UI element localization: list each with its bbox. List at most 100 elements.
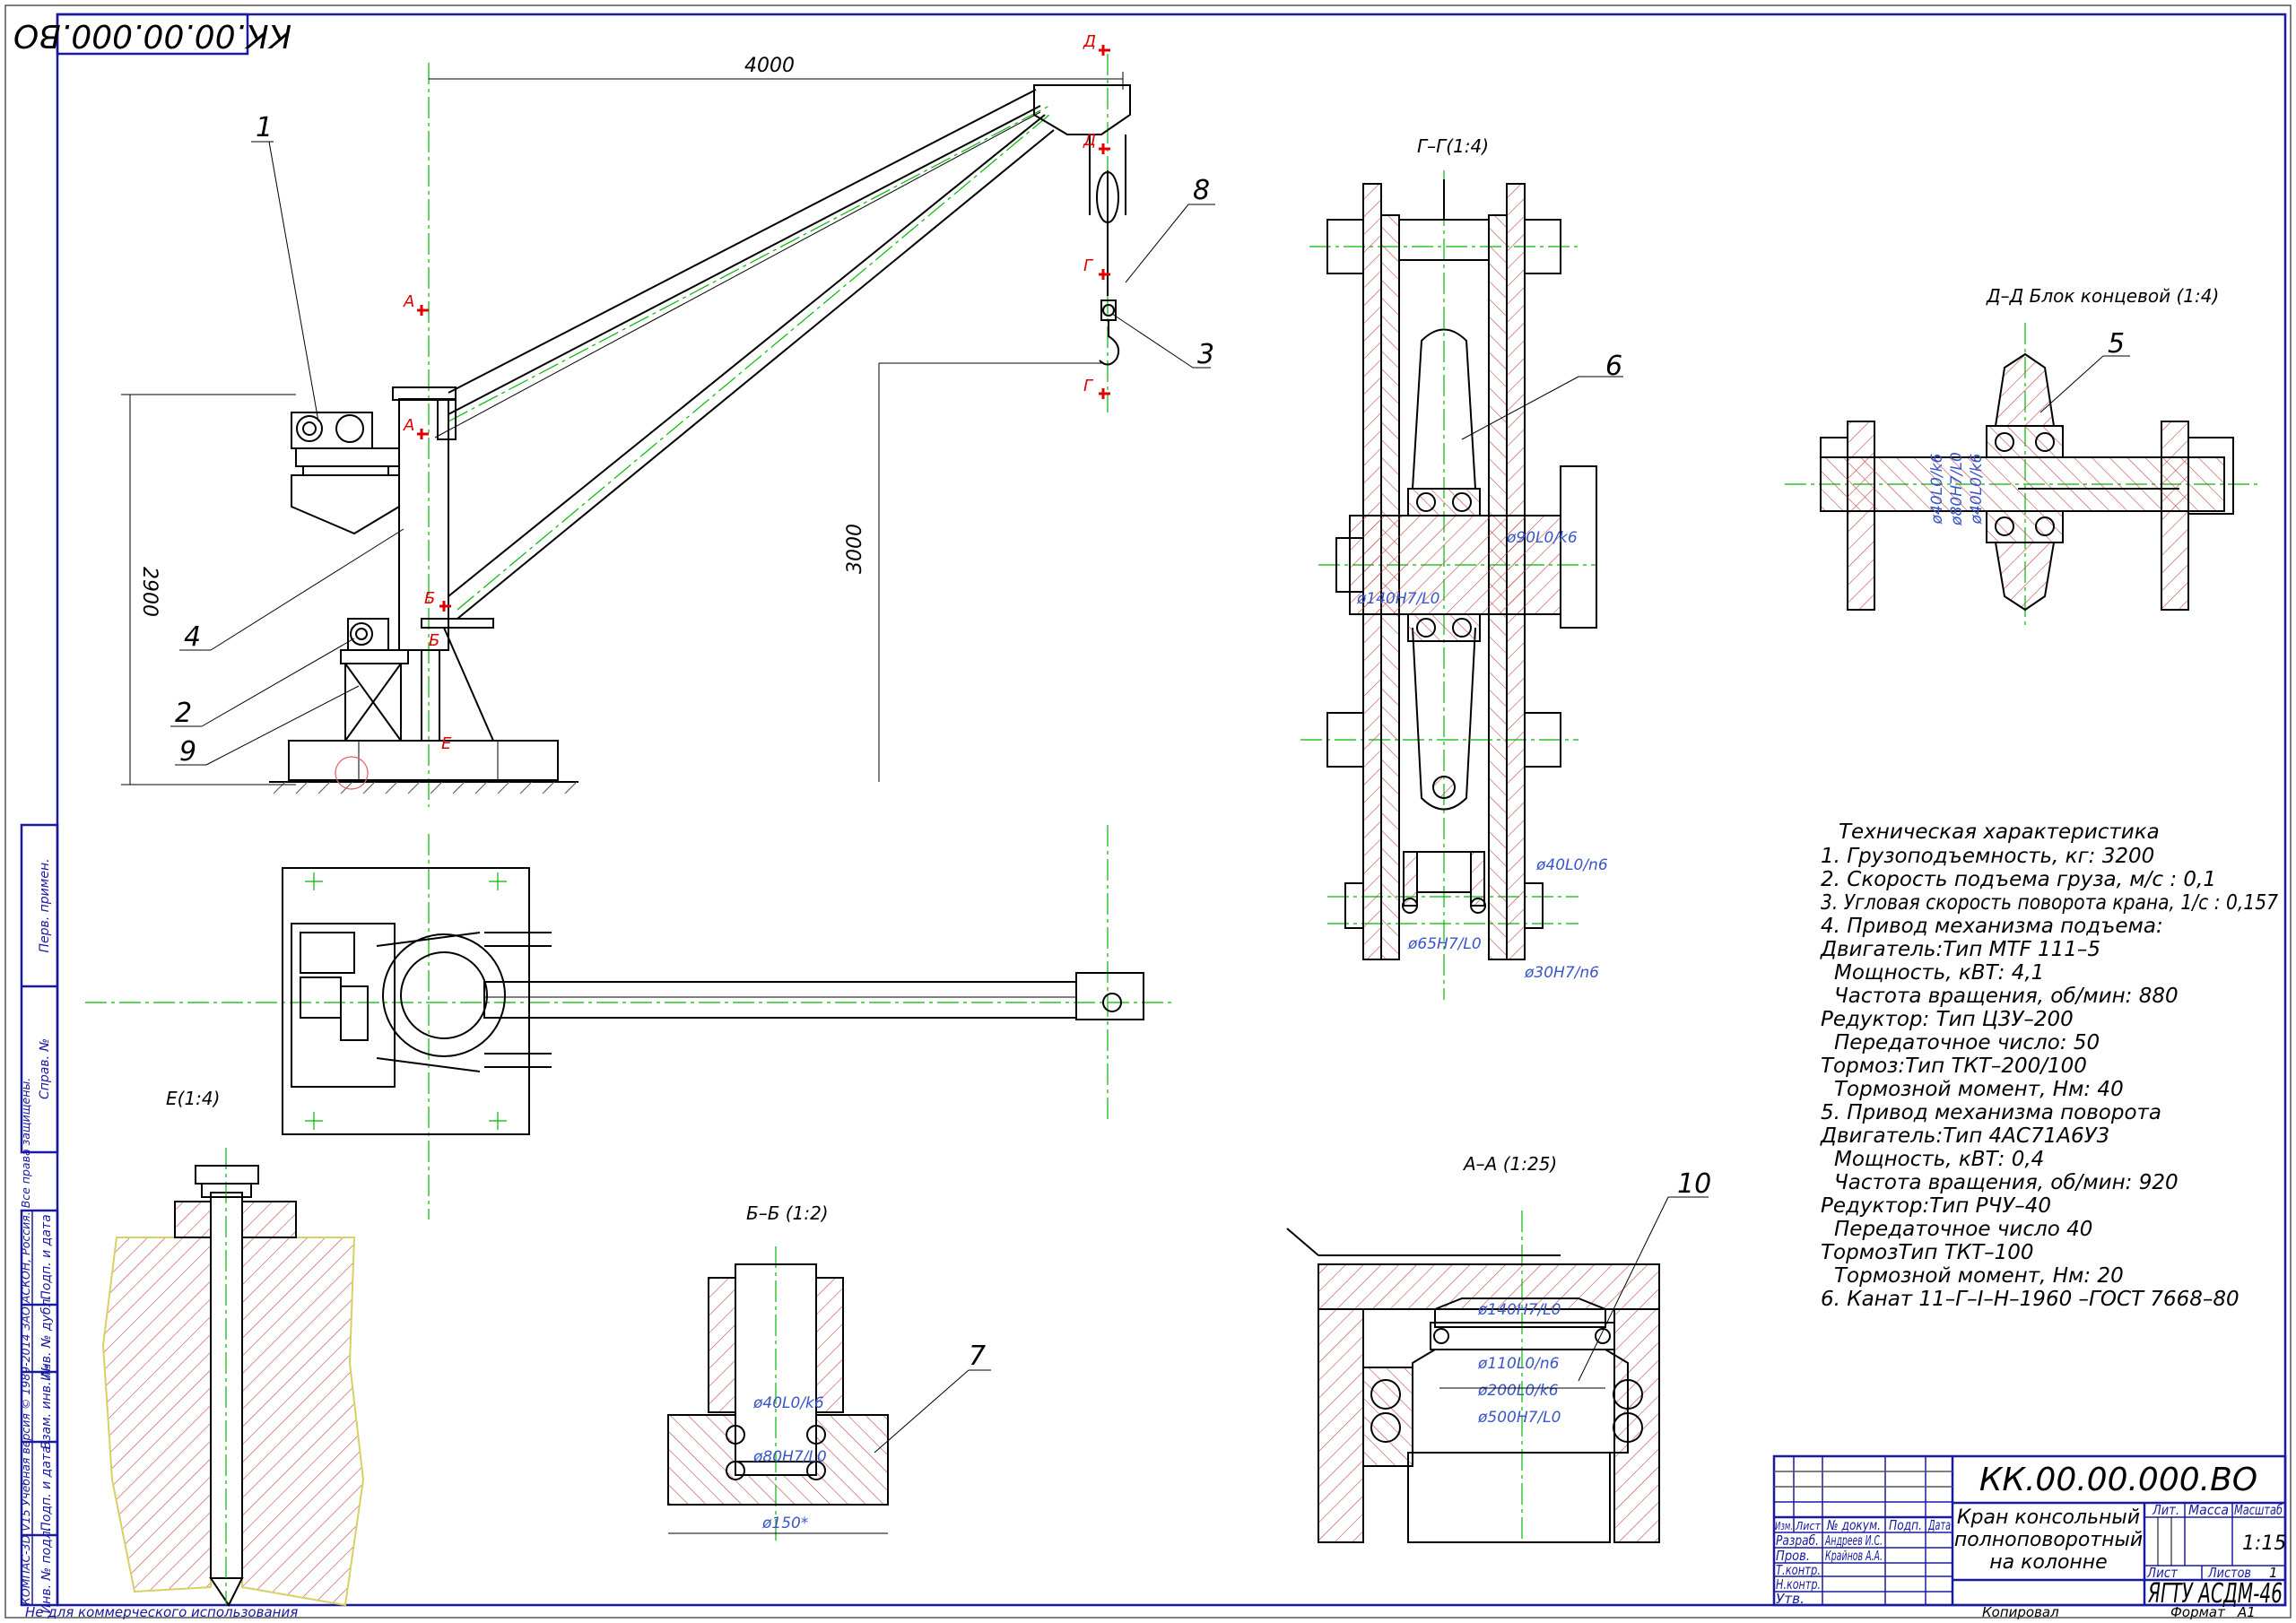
title-block: КК.00.00.000.ВО Кран консольный полнопов… [1772, 1454, 2286, 1620]
tb-person-razrab: Андреев И.С. [1824, 1532, 1883, 1549]
leader-2: 2 [175, 698, 192, 729]
section-bb: Б–Б (1:2) ø40L0/k6 ø80H7/L0 ø150* 7 [667, 1202, 991, 1542]
leader-8: 8 [1193, 175, 1210, 206]
section-marks: А А Б Б Г Г Д Д Е [403, 32, 1110, 753]
tech-spec-line: Частота вращения, об/мин: 920 [1834, 1171, 2179, 1194]
leader-10: 10 [1677, 1168, 1711, 1200]
tb-scale-label: Масштаб [2234, 1502, 2283, 1518]
tech-spec-line: Тормозной момент, Нм: 20 [1834, 1264, 2124, 1288]
dim-gg-bearing: ø65H7/L0 [1407, 935, 1482, 953]
tech-spec-line: 6. Канат 11–Г–I–Н–1960 –ГОСТ 7668–80 [1821, 1288, 2239, 1311]
tb-role-nkontr: Н.контр. [1776, 1576, 1821, 1593]
section-aa: А–А (1:25) ø140H7/L0 ø110L0/n6 ø200L0/k6… [1286, 1153, 1711, 1543]
tech-spec-line: Тормозной момент, Нм: 40 [1834, 1078, 2124, 1101]
dim-aa-3: ø200L0/k6 [1477, 1382, 1559, 1400]
section-mark-b-1: Б [424, 589, 435, 608]
tb-format: А1 [2237, 1604, 2256, 1620]
margin-perv-primen: Перв. примен. [38, 858, 52, 952]
view-label-aa: А–А (1:25) [1462, 1153, 1557, 1175]
tb-copied: Копировал [1982, 1604, 2059, 1620]
tb-header-list: Лист [1795, 1520, 1822, 1532]
dim-gg-axle: ø40L0/n6 [1535, 856, 1608, 874]
title-designation: КК.00.00.000.ВО [1979, 1462, 2257, 1498]
crane-plan-view [85, 825, 1175, 1219]
section-mark-g-2: Г [1083, 377, 1094, 395]
dim-span: 4000 [744, 55, 795, 77]
crane-elevation-view: А А Б Б Г Г Д Д Е 4000 2900 3000 [121, 32, 1215, 807]
tech-spec-line: Редуктор: Тип Ц3У–200 [1821, 1008, 2074, 1031]
tb-role-razrab: Разраб. [1776, 1532, 1819, 1549]
title-name-line: полноповоротный [1954, 1529, 2143, 1551]
dim-dd-3: ø40L0/k6 [1968, 453, 1986, 525]
margin-sprav-no: Справ. № [38, 1038, 52, 1099]
view-label-bb: Б–Б (1:2) [746, 1202, 829, 1224]
tech-spec-line: 1. Грузоподъемность, кг: 3200 [1821, 845, 2154, 868]
title-name-line: Кран консольный [1957, 1506, 2140, 1529]
leader-5: 5 [2108, 328, 2125, 360]
section-e: Е(1:4) [101, 1088, 365, 1607]
section-mark-b-2: Б [429, 631, 439, 650]
tb-header-podp: Подп. [1889, 1517, 1922, 1533]
section-gg: Г–Г(1:4) ø90L0/k6 ø140H7/L0 ø40L0/n6 ø65… [1300, 135, 1623, 1000]
margin-inv-dubl: Инв. № дубл. [39, 1295, 54, 1381]
leader-3: 3 [1197, 339, 1214, 370]
dim-dd-1: ø40L0/k6 [1928, 453, 1946, 525]
tech-spec-line: Передаточное число 40 [1834, 1218, 2092, 1241]
tb-lit: Лит. [2152, 1502, 2179, 1518]
margin-podp-data-2: Подп. и дата [39, 1445, 54, 1531]
technical-specification: Техническая характеристика 1. Грузоподъе… [1820, 820, 2278, 1311]
margin-inv-podl: Инв. № подл. [39, 1527, 54, 1614]
tb-role-prov: Пров. [1776, 1548, 1810, 1564]
leader-7: 7 [969, 1341, 986, 1372]
tech-spec-line: 2. Скорость подъема груза, м/с : 0,1 [1821, 868, 2216, 891]
dim-aa-4: ø500H7/L0 [1477, 1409, 1561, 1427]
tb-header-izm: Изм. [1775, 1520, 1793, 1532]
section-mark-a-2: А [403, 416, 414, 435]
leader-6: 6 [1605, 351, 1622, 382]
sheet-frame [4, 4, 2292, 1619]
section-mark-g-1: Г [1083, 256, 1094, 275]
section-mark-d-2: Д [1083, 131, 1096, 150]
margin-copyright: КОМПАС-3D V15 Учебная версия © 1989-2014… [19, 1078, 32, 1605]
margin-podp-data-1: Подп. и дата [39, 1214, 54, 1299]
dim-height-2900: 2900 [138, 567, 161, 617]
tb-sheets: Листов [2207, 1565, 2251, 1581]
tech-spec-line: ТормозТип ТКТ–100 [1821, 1241, 2034, 1264]
tb-role-tkontr: Т.контр. [1776, 1562, 1821, 1578]
dim-gg-pin: ø30H7/n6 [1524, 964, 1599, 982]
margin-vzam-inv: Взам. инв. № [39, 1364, 54, 1449]
tb-header-doc: № докум. [1826, 1517, 1881, 1533]
tech-spec-line: Частота вращения, об/мин: 880 [1834, 985, 2179, 1008]
view-label-gg: Г–Г(1:4) [1417, 135, 1489, 157]
section-mark-a-1: А [403, 292, 414, 311]
leader-4: 4 [184, 621, 201, 653]
dim-height-3000: 3000 [844, 524, 866, 574]
dim-aa-2: ø110L0/n6 [1477, 1355, 1560, 1373]
drawing-number-rotated: КК.00.00.000.ВО [13, 17, 291, 54]
elevation-leaders: 1 2 3 4 8 9 [170, 112, 1215, 768]
footer-non-commercial: Не для коммерческого использования [25, 1604, 298, 1620]
tech-spec-line: Двигатель:Тип MTF 111–5 [1820, 938, 2100, 961]
tech-spec-line: 3. Угловая скорость поворота крана, 1/с … [1821, 891, 2278, 915]
view-label-dd: Д–Д Блок концевой (1:4) [1986, 285, 2219, 307]
tb-org: ЯГТУ АСДМ-46 [2147, 1578, 2283, 1610]
dim-dd-2: ø80H7/L0 [1948, 452, 1966, 526]
drawing-number-stamp: КК.00.00.000.ВО [13, 13, 291, 56]
dim-gg-hub: ø140H7/L0 [1356, 590, 1439, 608]
tech-spec-line: Передаточное число: 50 [1834, 1031, 2100, 1055]
dim-gg-shaft: ø90L0/k6 [1506, 529, 1578, 547]
leader-1: 1 [256, 112, 273, 143]
dim-aa-1: ø140H7/L0 [1477, 1301, 1561, 1319]
tb-header-data: Дата [1927, 1517, 1951, 1533]
section-mark-d-1: Д [1083, 32, 1096, 51]
tech-spec-line: Тормоз:Тип ТКТ–200/100 [1821, 1055, 2087, 1078]
tech-spec-title: Техническая характеристика [1839, 820, 2160, 844]
tb-sheet: Лист [2146, 1565, 2179, 1581]
tb-scale: 1:15 [2242, 1532, 2286, 1555]
view-label-e: Е(1:4) [166, 1088, 220, 1109]
tb-role-utv: Утв. [1776, 1591, 1805, 1607]
tech-spec-line: Двигатель:Тип 4АС71А6У3 [1820, 1124, 2109, 1148]
left-margin-strip: Перв. примен. Справ. № Подп. и дата Инв.… [19, 823, 59, 1614]
tb-sheets-count: 1 [2269, 1565, 2278, 1581]
